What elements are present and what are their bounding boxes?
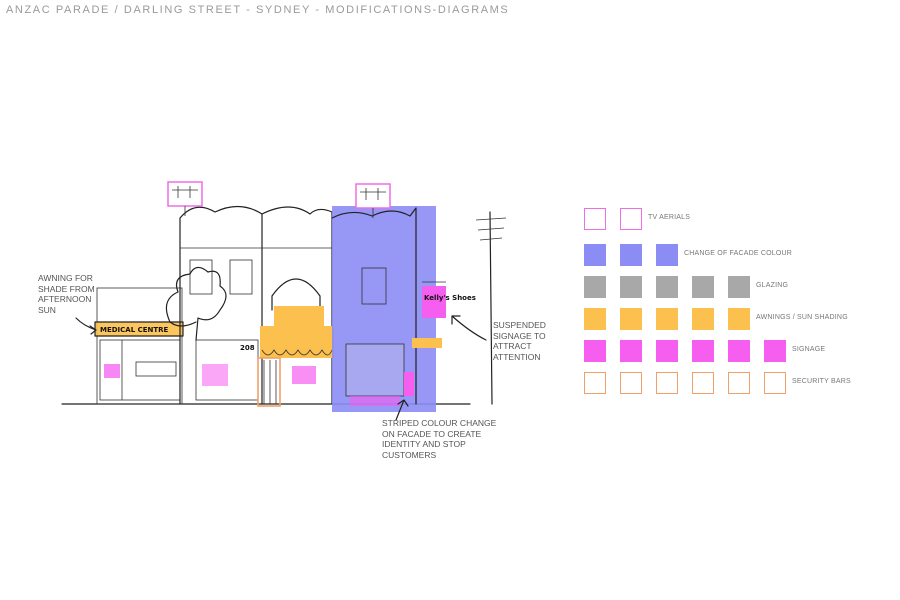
legend-swatch — [728, 276, 750, 298]
legend-swatch — [764, 340, 786, 362]
suspended-sign-text: Kelly's Shoes — [424, 294, 476, 302]
legend-swatch — [620, 276, 642, 298]
legend-swatch — [692, 372, 714, 394]
suspended-sign — [422, 286, 446, 318]
legend-swatch — [692, 308, 714, 330]
security-bars-door — [258, 358, 280, 406]
legend-swatch — [692, 276, 714, 298]
legend-swatch — [656, 244, 678, 266]
legend-swatch — [584, 340, 606, 362]
legend-label: GLAZING — [756, 282, 788, 289]
bottom-sign — [350, 396, 400, 406]
legend-swatch — [584, 276, 606, 298]
legend-swatch — [584, 372, 606, 394]
legend-label: SIGNAGE — [792, 346, 825, 353]
legend-swatch — [656, 276, 678, 298]
left-shop-building: MEDICAL CENTRE — [95, 288, 183, 404]
legend-swatch — [728, 372, 750, 394]
legend-swatch — [620, 372, 642, 394]
tv-aerial-right — [356, 184, 390, 208]
legend-swatch — [584, 244, 606, 266]
legend-swatch — [620, 208, 642, 230]
power-pole-icon — [476, 212, 506, 404]
legend-swatch — [656, 340, 678, 362]
shop-window-glazing — [346, 344, 404, 396]
legend-swatch — [620, 308, 642, 330]
awning-annotation: AWNING FOR SHADE FROM AFTERNOON SUN — [38, 273, 104, 315]
middle-building: 208 — [166, 182, 262, 404]
street-number: 208 — [240, 344, 255, 352]
legend-swatch — [764, 372, 786, 394]
suspended-arrow — [452, 316, 486, 340]
coloured-building: Kelly's Shoes — [332, 184, 476, 412]
suspended-annotation: SUSPENDED SIGNAGE TO ATTRACT ATTENTION — [493, 320, 555, 362]
legend-swatch — [584, 208, 606, 230]
medical-sign-text: MEDICAL CENTRE — [100, 326, 169, 334]
legend-swatch — [620, 340, 642, 362]
middle-signage — [202, 364, 228, 386]
legend-label: SECURITY BARS — [792, 378, 851, 385]
legend-swatch — [584, 308, 606, 330]
left-shop-window-sign — [136, 362, 176, 376]
arch-signage — [292, 366, 316, 384]
legend-swatch — [692, 340, 714, 362]
upper-awning — [274, 306, 324, 326]
right-awning — [412, 338, 442, 348]
legend-label: AWNINGS / SUN SHADING — [756, 314, 848, 321]
legend-label: CHANGE OF FACADE COLOUR — [684, 250, 792, 257]
legend-swatch — [656, 372, 678, 394]
legend-label: TV AERIALS — [648, 214, 690, 221]
legend-swatch — [656, 308, 678, 330]
striped-annotation: STRIPED COLOUR CHANGE ON FACADE TO CREAT… — [382, 418, 500, 460]
awning-arrow — [76, 318, 96, 334]
tv-aerial-left — [168, 182, 202, 206]
legend-swatch — [728, 308, 750, 330]
legend-swatch — [728, 340, 750, 362]
right-signage — [404, 372, 414, 396]
legend-swatch — [620, 244, 642, 266]
left-shop-signage — [104, 364, 120, 378]
arch-building — [258, 207, 334, 406]
